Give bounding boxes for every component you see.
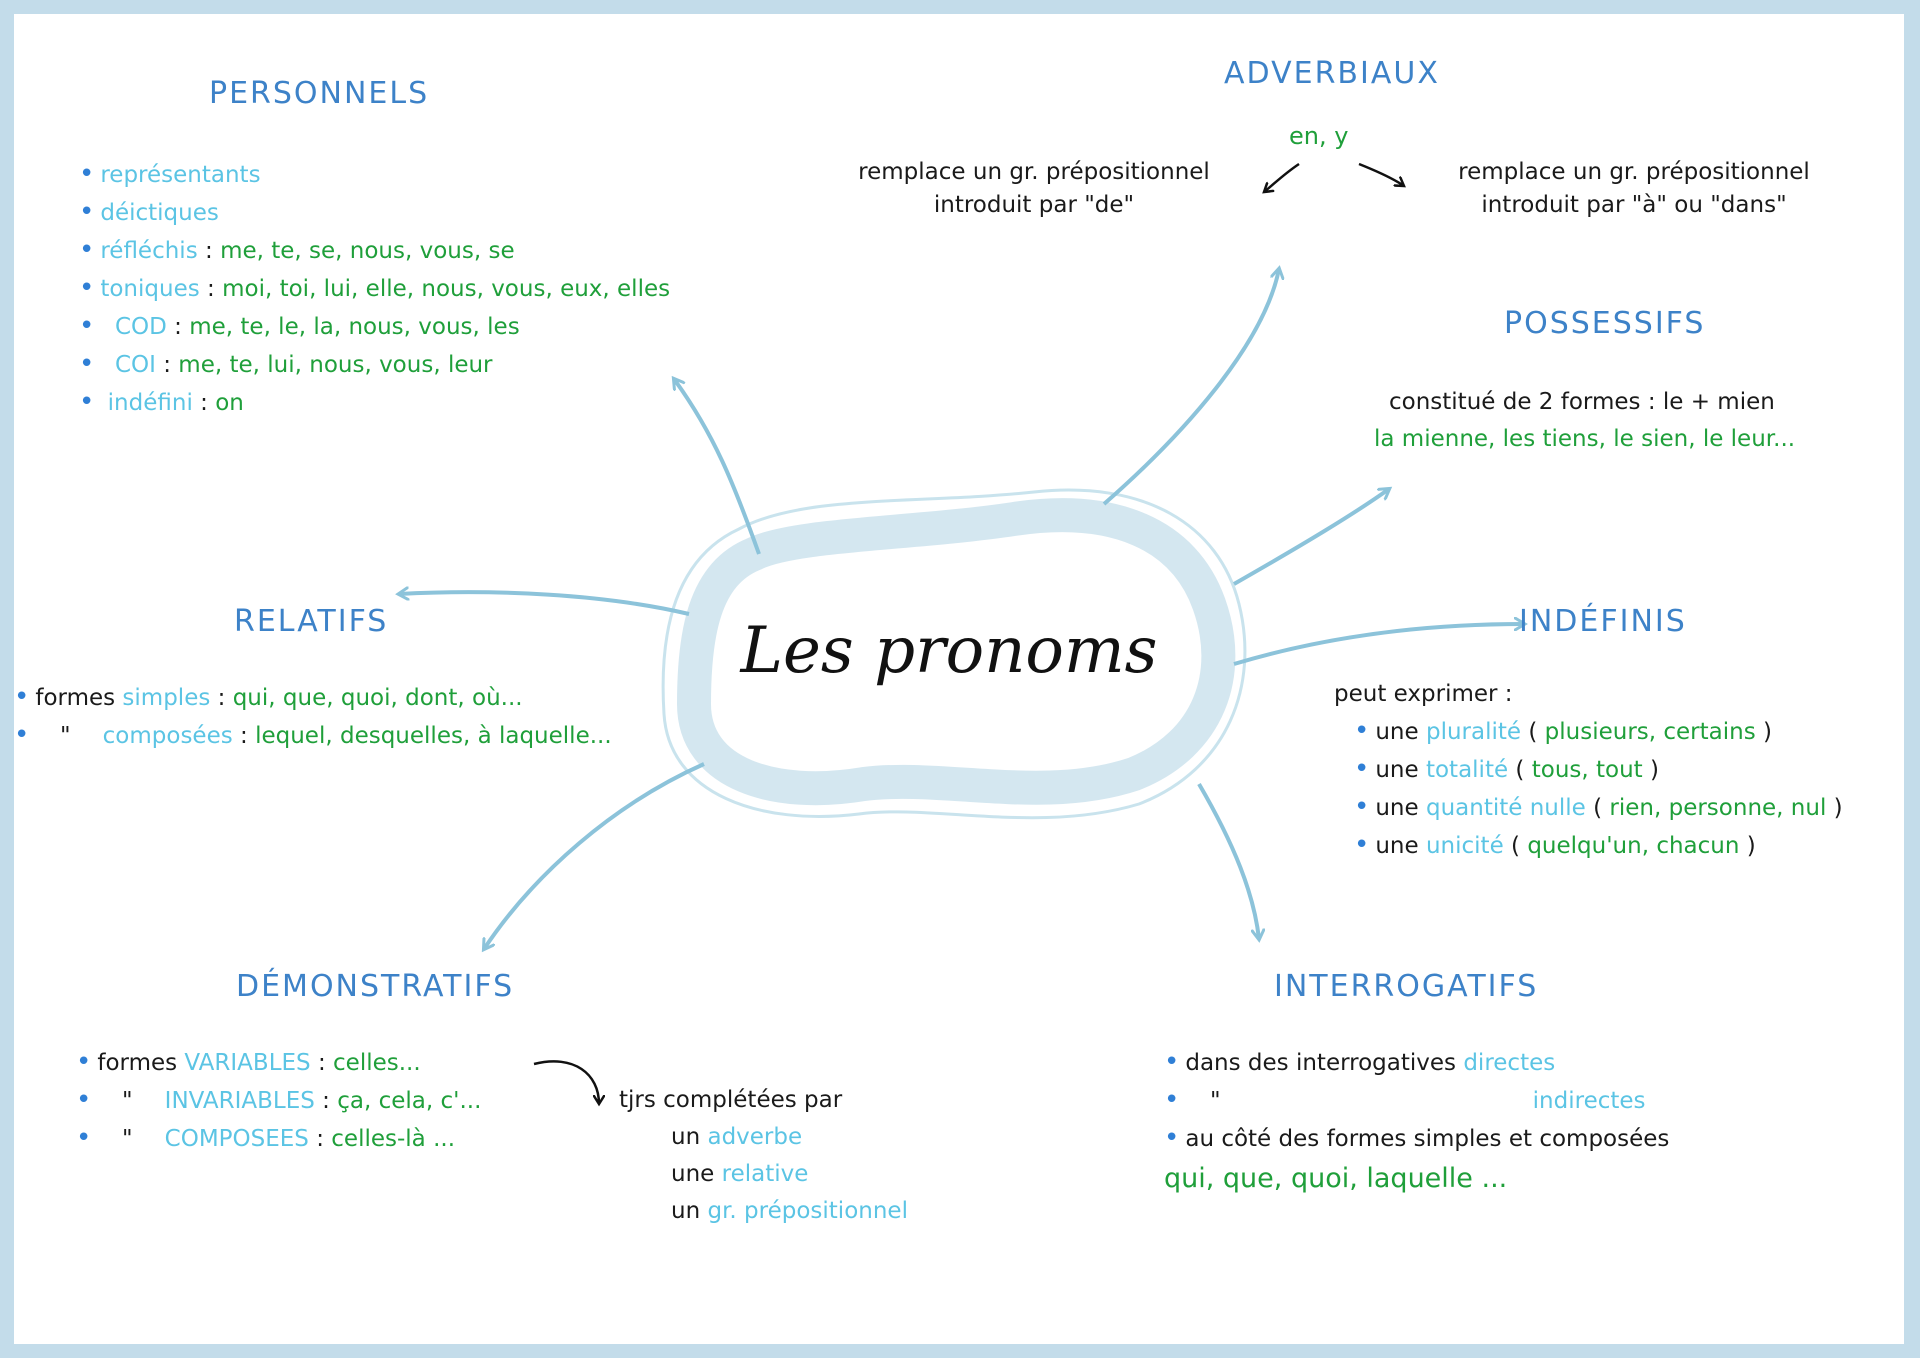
bullet-icon: • — [79, 349, 95, 379]
bullet-icon: • — [1354, 830, 1370, 860]
interrogatifs-title: INTERROGATIFS — [1274, 969, 1539, 1004]
interrogatifs-body: •dans des interrogatives directes •" ind… — [1164, 1044, 1669, 1200]
bullet-icon: • — [79, 159, 95, 189]
list-item: •" indirectes — [1164, 1085, 1646, 1115]
list-item: •dans des interrogatives directes — [1164, 1047, 1556, 1077]
relatifs-list: •formes simples : qui, que, quoi, dont, … — [14, 679, 612, 755]
arrow-demonstratifs — [484, 762, 705, 949]
list-item: •une totalité ( tous, tout ) — [1354, 754, 1659, 784]
list-item: • indéfini : on — [79, 387, 244, 417]
list-item: •une unicité ( quelqu'un, chacun ) — [1354, 830, 1756, 860]
bullet-icon: • — [76, 1123, 92, 1153]
personnels-title: PERSONNELS — [209, 76, 430, 111]
bullet-icon: • — [1164, 1085, 1180, 1115]
list-item: •une quantité nulle ( rien, personne, nu… — [1354, 792, 1843, 822]
list-item: un gr. prépositionnel — [671, 1198, 908, 1224]
demonstratifs-title: DÉMONSTRATIFS — [236, 969, 515, 1004]
arrow-en-y-left — [1264, 162, 1300, 192]
arrow-interrogatifs — [1197, 782, 1259, 939]
list-item: •formes simples : qui, que, quoi, dont, … — [14, 682, 523, 712]
demonstratifs-note: tjrs complétées par un adverbe une relat… — [619, 1082, 908, 1230]
bullet-icon: • — [79, 235, 95, 265]
adverbiaux-left-note: remplace un gr. prépositionnel introduit… — [858, 159, 1210, 218]
list-item: •une pluralité ( plusieurs, certains ) — [1354, 716, 1772, 746]
list-item: •formes VARIABLES : celles... — [76, 1047, 421, 1077]
mind-map-sheet: Les pronoms PERSONNELS •représentants •d… — [14, 14, 1904, 1344]
possessifs-title: POSSESSIFS — [1504, 306, 1706, 341]
arrow-personnels — [674, 379, 761, 555]
indefinis-body: peut exprimer : •une pluralité ( plusieu… — [1334, 676, 1843, 865]
personnels-list: •représentants •déictiques •réfléchis : … — [79, 156, 670, 422]
bullet-icon: • — [1354, 716, 1370, 746]
arrow-possessifs — [1233, 489, 1389, 586]
list-item: •au côté des formes simples et composées — [1164, 1123, 1670, 1153]
bullet-icon: • — [1354, 792, 1370, 822]
list-item: •toniques : moi, toi, lui, elle, nous, v… — [79, 273, 671, 303]
bullet-icon: • — [79, 273, 95, 303]
bullet-icon: • — [1164, 1123, 1180, 1153]
center-title: Les pronoms — [740, 614, 1158, 688]
indefinis-title: INDÉFINIS — [1519, 604, 1687, 639]
center-blob-outline — [661, 488, 1247, 820]
arrow-en-y-right — [1358, 162, 1404, 186]
center-blob — [676, 498, 1236, 806]
bullet-icon: • — [79, 197, 95, 227]
bullet-icon: • — [1354, 754, 1370, 784]
list-item: •" composées : lequel, desquelles, à laq… — [14, 720, 612, 750]
bullet-icon: • — [1164, 1047, 1180, 1077]
list-item: •" COMPOSEES : celles-là ... — [76, 1123, 456, 1153]
bullet-icon: • — [76, 1047, 92, 1077]
bullet-icon: • — [14, 682, 30, 712]
arrow-adverbiaux — [1102, 269, 1279, 506]
list-item: •déictiques — [79, 197, 219, 227]
list-item: •réfléchis : me, te, se, nous, vous, se — [79, 235, 515, 265]
bullet-icon: • — [14, 720, 30, 750]
relatifs-title: RELATIFS — [234, 604, 389, 639]
mind-map-arrows — [14, 162, 1904, 1344]
arrow-indefinis — [1233, 624, 1524, 666]
possessifs-body: constitué de 2 formes : le + mien la mie… — [1374, 389, 1796, 452]
adverbiaux-title: ADVERBIAUX — [1224, 56, 1440, 91]
adverbiaux-right-note: remplace un gr. prépositionnel introduit… — [1458, 159, 1810, 218]
bullet-icon: • — [76, 1085, 92, 1115]
arrow-demonstratifs-note — [533, 1060, 599, 1104]
list-item: un adverbe — [671, 1124, 803, 1150]
adverbiaux-en-y: en, y — [1289, 122, 1349, 150]
list-item: • COD : me, te, le, la, nous, vous, les — [79, 311, 520, 341]
bullet-icon: • — [79, 311, 95, 341]
bullet-icon: • — [79, 387, 95, 417]
list-item: • COI : me, te, lui, nous, vous, leur — [79, 349, 493, 379]
list-item: une relative — [671, 1161, 809, 1187]
arrow-relatifs — [399, 592, 690, 616]
list-item: •représentants — [79, 159, 261, 189]
list-item: •" INVARIABLES : ça, cela, c'... — [76, 1085, 482, 1115]
demonstratifs-list: •formes VARIABLES : celles... •" INVARIA… — [76, 1044, 481, 1158]
